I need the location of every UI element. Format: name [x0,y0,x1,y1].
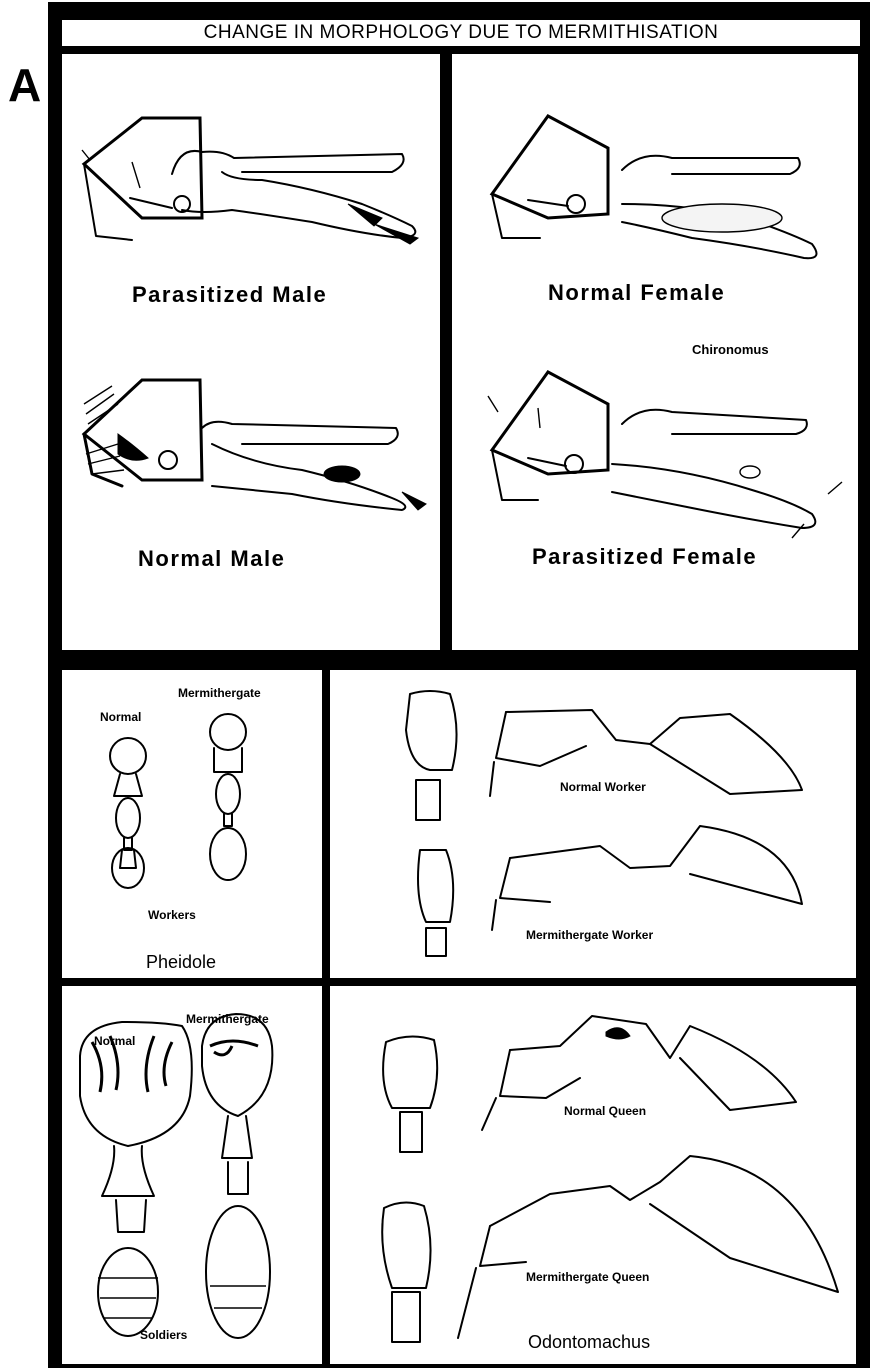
label-normal-worker: Normal Worker [560,780,646,794]
label-normal-queen: Normal Queen [564,1104,646,1118]
panel-pheidole-soldiers: Normal Mermithergate Soldiers [62,986,322,1364]
label-parasitized-female: Parasitized Female [532,544,757,570]
label-mermithergate-queen: Mermithergate Queen [526,1270,649,1284]
panel-chironomus-females: Normal Female Chironomus Parasitized Fem… [452,54,858,650]
ant-icon [330,986,856,1364]
label-mermithergate-worker: Mermithergate Worker [526,928,653,942]
label-odontomachus-genus: Odontomachus [528,1332,650,1353]
label-normal-female: Normal Female [548,280,725,306]
label-chironomus-genus: Chironomus [692,342,769,357]
label-workers-normal: Normal [100,710,141,724]
label-workers-caption: Workers [148,908,196,922]
label-normal-male: Normal Male [138,546,285,572]
label-pheidole-genus: Pheidole [146,952,216,973]
panel-odontomachus-workers: Normal Worker Mermithergate Worker [330,670,856,978]
figure-title: CHANGE IN MORPHOLOGY DUE TO MERMITHISATI… [62,20,860,46]
label-parasitized-male: Parasitized Male [132,282,327,308]
figure-panel-letter: A [8,62,41,108]
panel-pheidole-workers: Normal Mermithergate Workers Pheidole [62,670,322,978]
label-workers-mermithergate: Mermithergate [178,686,261,700]
panel-chironomus-males: Parasitized Male Normal Male [62,54,440,650]
label-soldiers-mermithergate: Mermithergate [186,1012,269,1026]
label-soldiers-caption: Soldiers [140,1328,187,1342]
label-soldiers-normal: Normal [94,1034,135,1048]
panel-odontomachus-queens: Normal Queen Mermithergate Queen Odontom… [330,986,856,1364]
